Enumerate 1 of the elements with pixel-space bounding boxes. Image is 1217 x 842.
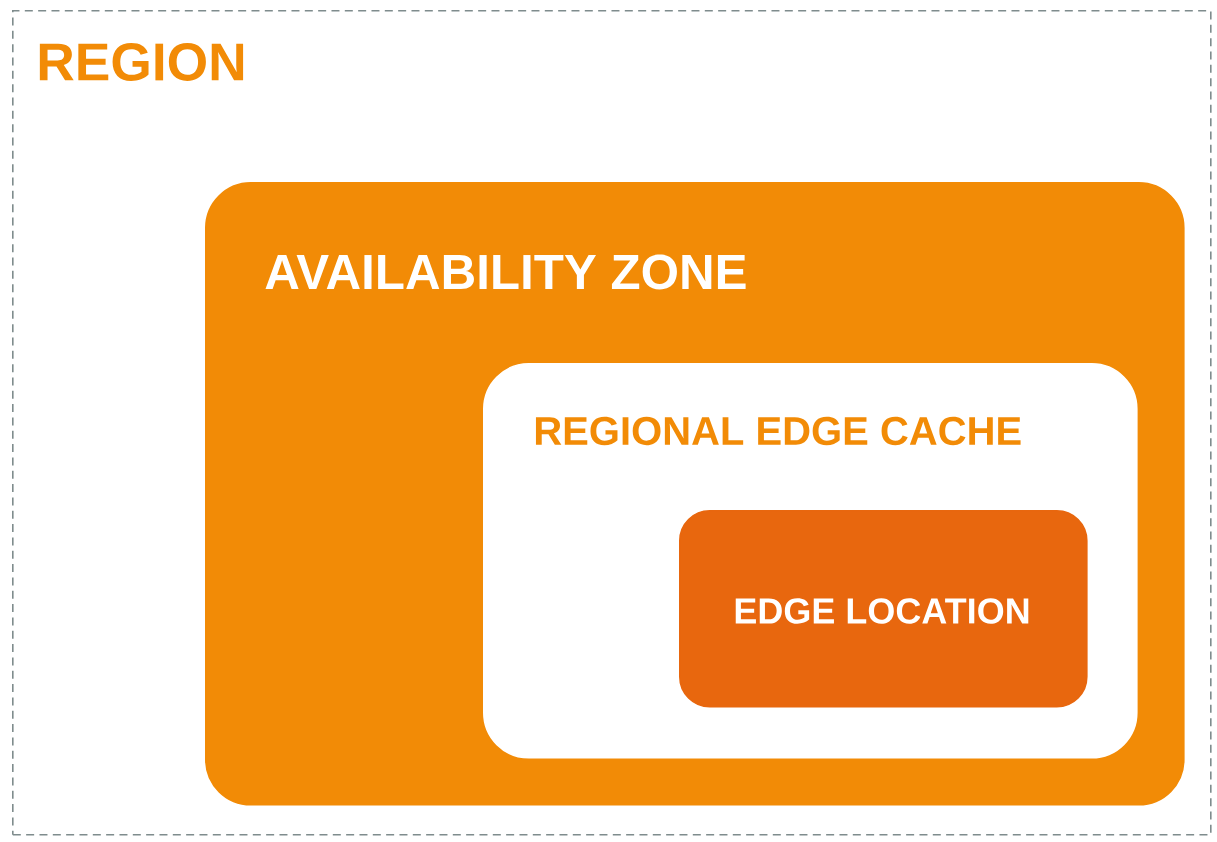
location-box: EDGE LOCATION — [679, 510, 1088, 708]
